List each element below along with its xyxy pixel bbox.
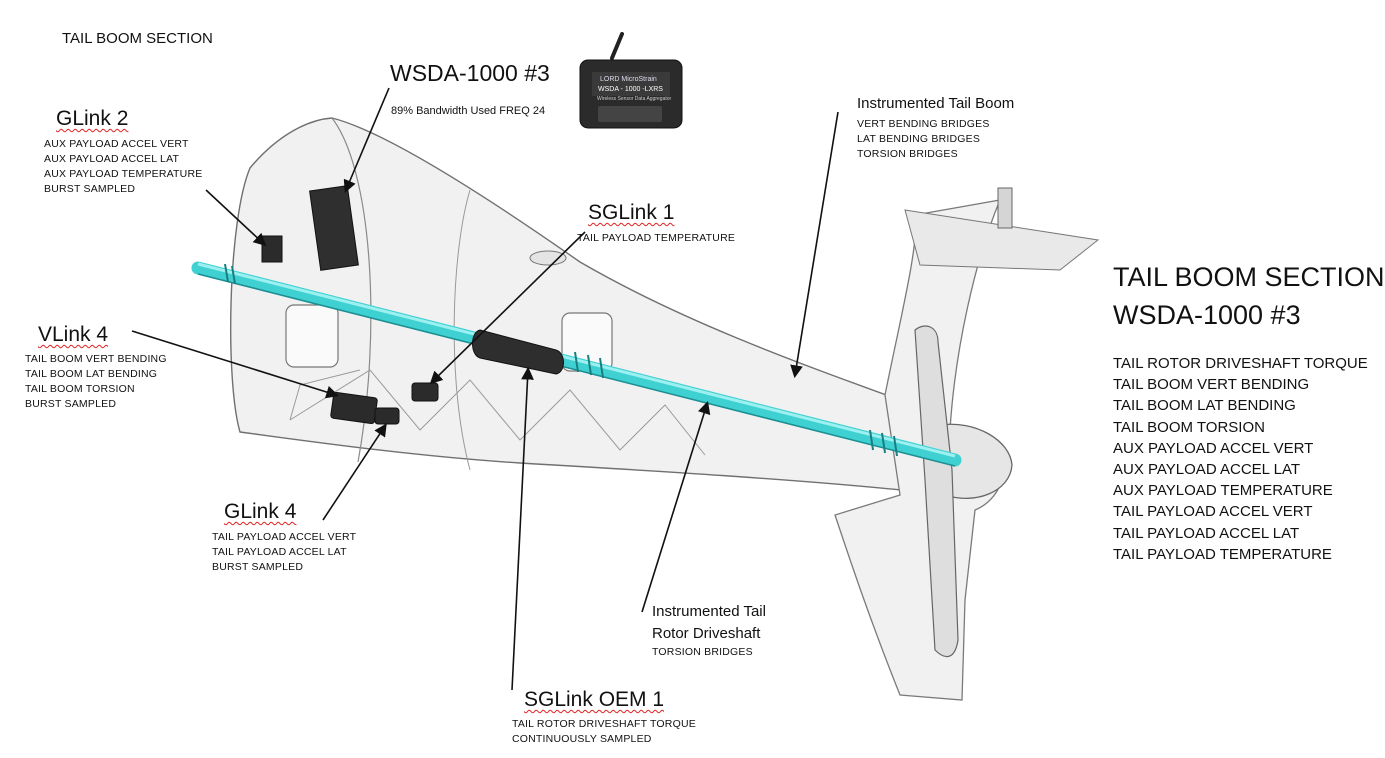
leader-glink2	[205, 189, 267, 247]
sglink-oem-sleeve	[472, 329, 564, 375]
summary-item: AUX PAYLOAD ACCEL LAT	[1113, 461, 1301, 479]
wsda-title: WSDA-1000 #3	[390, 60, 550, 86]
driveshaft-shadow	[197, 273, 956, 467]
leader-sglink1	[429, 231, 586, 385]
leader-vlink4	[131, 330, 340, 399]
sglink1-lines: TAIL PAYLOAD TEMPERATURE	[577, 232, 736, 244]
tail-gearbox	[939, 423, 1013, 499]
glink2-box	[261, 235, 283, 263]
wsda-device-brand: LORD MicroStrain	[600, 76, 657, 83]
vlink4-box	[330, 391, 378, 425]
leader-glink4	[322, 423, 387, 521]
sglink1-box	[411, 382, 439, 402]
glink2-title: GLink 2	[56, 107, 129, 130]
leader-lines	[131, 87, 839, 691]
leader-tail-boom	[790, 111, 839, 379]
summary-item: TAIL BOOM TORSION	[1113, 418, 1265, 436]
upper-blade	[904, 209, 1100, 271]
tail-rotor-blade	[914, 325, 959, 658]
glink4-box	[374, 407, 400, 425]
tail-boom-title: Instrumented Tail Boom	[857, 95, 1015, 112]
wsda-bandwidth-note: 89% Bandwidth Used FREQ 24	[391, 105, 546, 117]
glink4-title: GLink 4	[224, 500, 297, 523]
wsda-device-caption: Wireless Sensor Data Aggregator	[597, 96, 672, 102]
vlink4-title: VLink 4	[38, 323, 109, 346]
lower-truss	[289, 369, 706, 456]
leader-driveshaft	[641, 400, 711, 613]
summary-item: AUX PAYLOAD TEMPERATURE	[1113, 482, 1333, 500]
wsda-node-box	[309, 185, 359, 271]
summary-item: TAIL BOOM LAT BENDING	[1113, 397, 1296, 415]
left-window	[285, 304, 339, 368]
sglink-oem-title: SGLink OEM 1	[524, 688, 665, 711]
page-title: TAIL BOOM SECTION	[62, 30, 213, 47]
leader-wsda	[343, 87, 390, 193]
summary-item: TAIL BOOM VERT BENDING	[1113, 376, 1310, 394]
top-port	[529, 250, 567, 266]
summary-item: TAIL PAYLOAD TEMPERATURE	[1113, 545, 1332, 563]
summary-item: AUX PAYLOAD ACCEL VERT	[1113, 439, 1314, 457]
summary-list: TAIL ROTOR DRIVESHAFT TORQUE TAIL BOOM V…	[1113, 353, 1368, 565]
wsda-device-model: WSDA - 1000 -LXRS	[598, 86, 663, 93]
summary-title: TAIL BOOM SECTION WSDA-1000 #3	[1113, 262, 1385, 330]
middle-frame	[453, 189, 471, 471]
leader-sglink-oem	[511, 366, 534, 691]
sglink1-title: SGLink 1	[588, 201, 675, 224]
upper-mast	[997, 187, 1013, 229]
summary-item: TAIL ROTOR DRIVESHAFT TORQUE	[1113, 355, 1368, 372]
summary-item: TAIL PAYLOAD ACCEL VERT	[1113, 503, 1313, 521]
wsda-device-image	[579, 32, 683, 129]
summary-item: TAIL PAYLOAD ACCEL LAT	[1113, 524, 1300, 542]
driveshaft-couplings	[224, 263, 898, 457]
driveshaft-lines: TORSION BRIDGES	[652, 646, 753, 658]
driveshaft-title: Instrumented Tail Rotor Driveshaft	[652, 603, 766, 642]
